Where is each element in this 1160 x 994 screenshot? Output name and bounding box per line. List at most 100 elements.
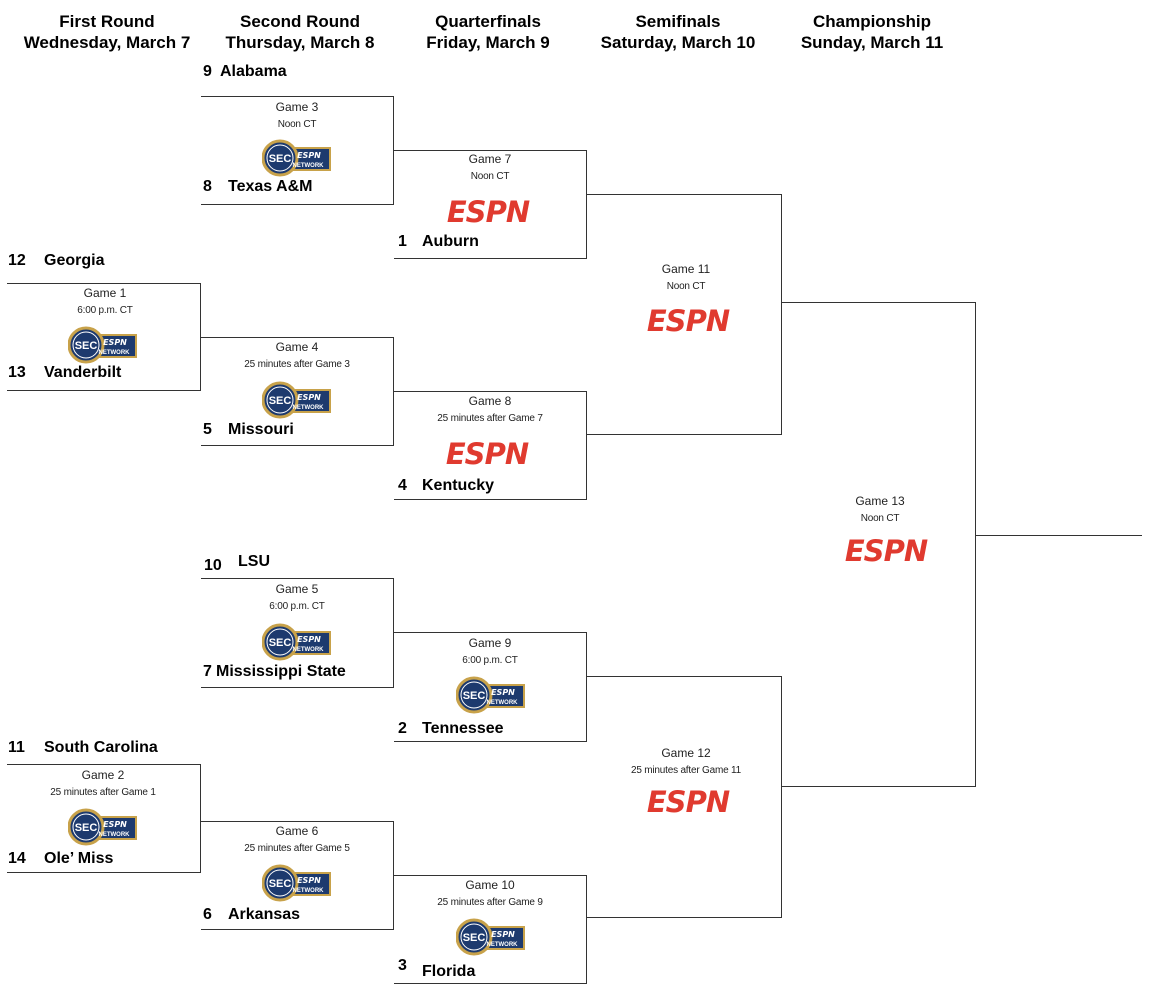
sec-network-text: NETWORK (99, 832, 131, 838)
team-entry: 4 Kentucky (398, 477, 494, 495)
bracket-line (586, 150, 587, 259)
sec-network-text: NETWORK (99, 350, 131, 356)
bracket-line (201, 96, 394, 97)
champion-line (976, 535, 1142, 536)
bracket-line (587, 676, 782, 677)
espn-logo: ESPN (646, 304, 730, 338)
team-name: Florida (422, 963, 476, 980)
game-label: Game 8 (468, 394, 512, 408)
team-seed: 3 (398, 957, 407, 974)
bracket-line (782, 302, 976, 303)
sec-network-logo: SEC ESPN NETWORK (68, 325, 138, 365)
team-name: Mississippi State (216, 663, 346, 680)
sec-espn-text: ESPN (103, 338, 127, 347)
bracket-line (200, 283, 201, 391)
bracket-line (393, 578, 394, 688)
bracket-line (781, 194, 782, 435)
team-entry: 3 Florida (398, 957, 476, 980)
game-label: Game 12 (661, 746, 711, 760)
team-name: Arkansas (228, 906, 301, 923)
sec-logo-text: SEC (269, 395, 292, 407)
team-entry: 11 South Carolina (8, 739, 158, 757)
bracket-line (393, 821, 394, 930)
bracket-line (782, 786, 976, 787)
sec-network-text: NETWORK (293, 405, 325, 411)
sec-network-text: NETWORK (293, 647, 325, 653)
game-label: Game 4 (275, 340, 319, 354)
team-name: Georgia (44, 252, 105, 269)
team-seed: 6 (203, 906, 212, 923)
bracket-line (587, 194, 782, 195)
bracket-line (394, 391, 587, 392)
espn-logo: ESPN (445, 437, 529, 471)
team-name: Alabama (220, 63, 287, 80)
team-name: Ole’ Miss (44, 850, 114, 867)
header-semifinals: Semifinals Saturday, March 10 (578, 11, 778, 53)
bracket-line (7, 390, 201, 391)
sec-logo-text: SEC (463, 690, 486, 702)
sec-espn-text: ESPN (103, 820, 127, 829)
sec-network-text: NETWORK (293, 888, 325, 894)
sec-espn-text: ESPN (491, 688, 515, 697)
bracket-line (201, 445, 394, 446)
header-round-label: Quarterfinals (435, 12, 541, 31)
game-label: Game 1 (83, 286, 127, 300)
sec-espn-text: ESPN (297, 876, 321, 885)
team-seed: 13 (8, 364, 26, 381)
header-first-round: First Round Wednesday, March 7 (0, 11, 214, 53)
espn-logo: ESPN (446, 195, 530, 229)
team-seed: 4 (398, 477, 407, 494)
game-time: 25 minutes after Game 3 (244, 359, 350, 370)
team-seed: 11 (8, 739, 25, 756)
game-label: Game 11 (661, 262, 711, 276)
bracket-line (7, 283, 201, 284)
bracket-line (586, 632, 587, 742)
espn-logo: ESPN (844, 534, 928, 568)
team-entry: 12 Georgia (8, 252, 104, 270)
team-name: Kentucky (422, 477, 495, 494)
team-entry: 6 Arkansas (203, 906, 300, 924)
header-date-label: Saturday, March 10 (600, 33, 756, 52)
sec-logo-text: SEC (463, 932, 486, 944)
bracket-line (587, 917, 782, 918)
team-name: South Carolina (44, 739, 158, 756)
header-round-label: Championship (812, 12, 932, 31)
bracket-line (975, 302, 976, 787)
sec-network-text: NETWORK (293, 163, 325, 169)
team-seed: 8 (203, 178, 212, 195)
bracket-line (201, 204, 394, 205)
bracket-line (394, 741, 587, 742)
bracket-line (394, 983, 587, 984)
bracket-line (7, 764, 201, 765)
bracket-line (587, 434, 782, 435)
bracket-line (7, 872, 201, 873)
team-seed: 1 (398, 233, 407, 250)
bracket-line (394, 258, 587, 259)
game-label: Game 10 (465, 878, 515, 892)
bracket-line (394, 150, 587, 151)
bracket-line (200, 764, 201, 873)
sec-logo-text: SEC (75, 340, 98, 352)
team-name: Tennessee (422, 720, 504, 737)
bracket-line (201, 687, 394, 688)
game-time: 6:00 p.m. CT (269, 601, 325, 612)
bracket-line (586, 391, 587, 500)
bracket-line (781, 676, 782, 918)
team-seed: 2 (398, 720, 407, 737)
game-time: 25 minutes after Game 11 (630, 765, 742, 776)
team-seed: 5 (203, 421, 212, 438)
header-date-label: Sunday, March 11 (800, 33, 944, 52)
team-seed: 12 (8, 252, 26, 269)
